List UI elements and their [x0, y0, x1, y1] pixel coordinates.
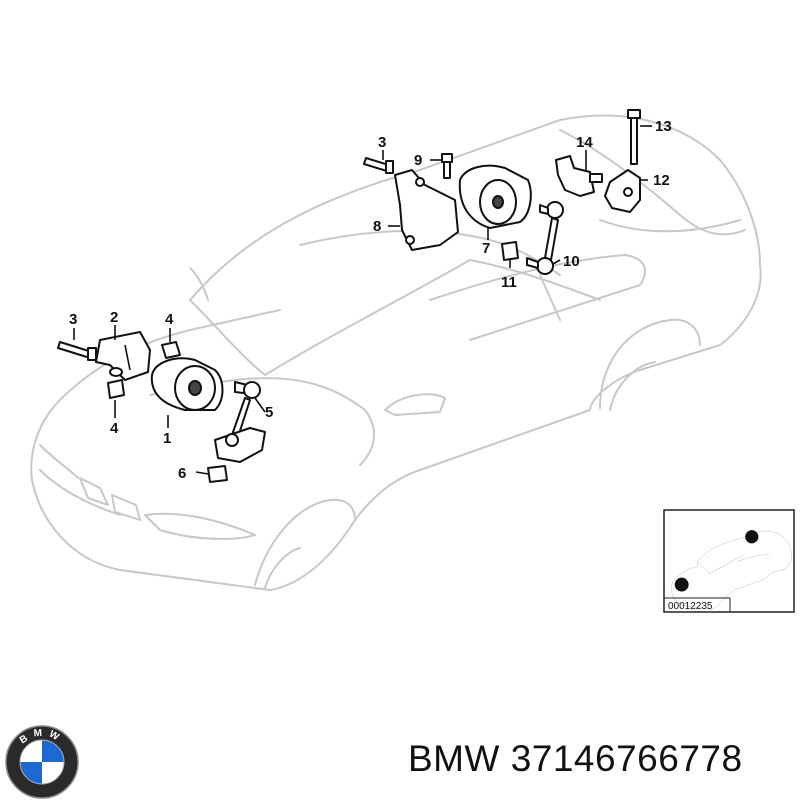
callout-7: 7	[482, 240, 490, 257]
locator-inset: 00012235	[663, 509, 795, 613]
callout-6: 6	[178, 465, 186, 482]
callout-3-front: 3	[69, 311, 77, 328]
callout-8: 8	[373, 218, 381, 235]
callout-10: 10	[563, 253, 580, 270]
bolt-3-front	[57, 341, 97, 361]
part-caption: BMW 37146766778	[408, 738, 743, 779]
bracket-12	[604, 169, 641, 213]
link-rod-5	[214, 381, 266, 463]
bracket-14	[555, 155, 595, 197]
link-rod-10	[526, 201, 564, 275]
callout-2: 2	[110, 309, 118, 326]
callout-11: 11	[501, 274, 517, 291]
nut-11	[501, 241, 519, 261]
callout-9: 9	[414, 152, 422, 169]
callout-5: 5	[265, 404, 273, 421]
callout-13: 13	[655, 118, 672, 135]
bolt-13	[627, 109, 641, 165]
callout-14: 14	[576, 134, 593, 151]
callout-numbers: 1 2 3 3 4 4 5 6 7 8 9 10 11 12 13 14	[69, 118, 672, 482]
height-sensor-1	[150, 357, 224, 411]
nut-4-lower	[107, 379, 125, 399]
height-sensor-7	[458, 164, 532, 229]
callout-1: 1	[163, 430, 171, 447]
callout-4-lower: 4	[110, 420, 119, 437]
rear-sensor-group	[363, 109, 641, 275]
front-sensor-group	[57, 331, 266, 483]
bmw-logo: BMW	[5, 725, 79, 799]
inset-code: 00012235	[668, 601, 713, 612]
nut-6	[207, 465, 228, 483]
bolt-3-rear	[363, 157, 394, 174]
callout-12: 12	[653, 172, 670, 189]
nut-4-upper	[161, 341, 181, 359]
bracket-2	[95, 331, 151, 381]
bracket-8	[394, 169, 459, 251]
callout-3-rear: 3	[378, 134, 386, 151]
bolt-9	[441, 153, 453, 179]
leader-lines	[73, 125, 652, 475]
callout-4-upper: 4	[165, 311, 174, 328]
